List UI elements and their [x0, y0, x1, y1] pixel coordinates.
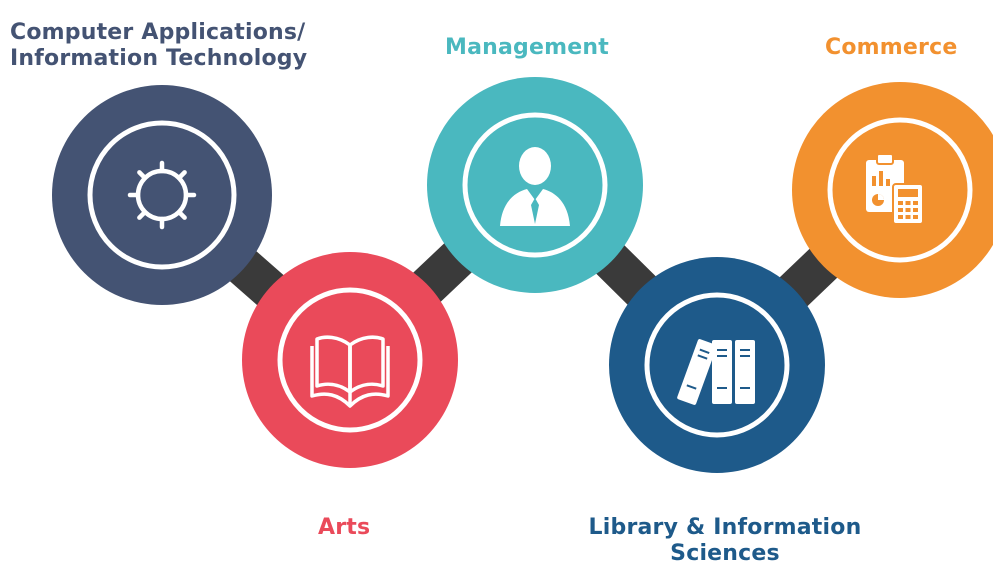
node-arts	[242, 252, 458, 468]
node-computer	[52, 85, 272, 305]
label-library: Library & Information Sciences	[575, 515, 875, 567]
gear-icon	[127, 160, 197, 230]
open-book-icon	[310, 335, 390, 408]
label-library-line2: Sciences	[670, 541, 780, 566]
person-icon	[500, 147, 570, 226]
label-computer-applications-line2: Information Technology	[10, 46, 308, 71]
books-icon	[677, 339, 755, 405]
label-commerce: Commerce	[825, 35, 958, 60]
label-computer-applications-line1: Computer Applications/	[10, 20, 306, 45]
label-arts: Arts	[318, 515, 371, 540]
label-library-line1: Library & Information	[588, 515, 862, 540]
clipboard-calculator-icon	[866, 153, 924, 225]
label-computer-applications: Computer Applications/ Information Techn…	[10, 20, 307, 72]
node-management	[427, 77, 643, 293]
node-library	[609, 257, 825, 473]
node-commerce	[792, 82, 993, 298]
label-management: Management	[445, 35, 609, 60]
